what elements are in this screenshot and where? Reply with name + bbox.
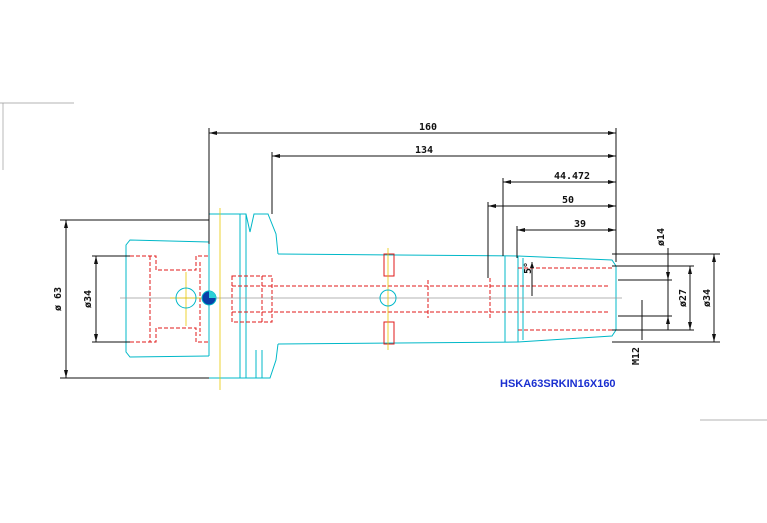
dimension-labels: 160 134 44.472 50 39 ø 63 ø34 ø14 ø27 ø3… [53, 122, 713, 365]
dim-left-dia-34: ø34 [83, 290, 94, 308]
dim-angle: 5° [523, 262, 534, 274]
dimension-lines [60, 128, 720, 379]
dim-right-dia-34: ø34 [702, 289, 713, 307]
dim-44-472: 44.472 [554, 171, 590, 182]
dim-thread: M12 [631, 347, 642, 365]
dim-right-dia-14: ø14 [656, 228, 667, 246]
dim-overall-length: 160 [419, 122, 437, 133]
drawing-frame [0, 102, 767, 421]
dim-50: 50 [562, 195, 574, 206]
part-label: HSKA63SRKIN16X160 [500, 378, 616, 390]
dim-flange-dia: ø 63 [53, 287, 64, 311]
center-features [120, 208, 622, 390]
dim-39: 39 [574, 219, 586, 230]
dim-right-dia-27: ø27 [678, 289, 689, 307]
dim-shank-length: 134 [415, 145, 433, 156]
